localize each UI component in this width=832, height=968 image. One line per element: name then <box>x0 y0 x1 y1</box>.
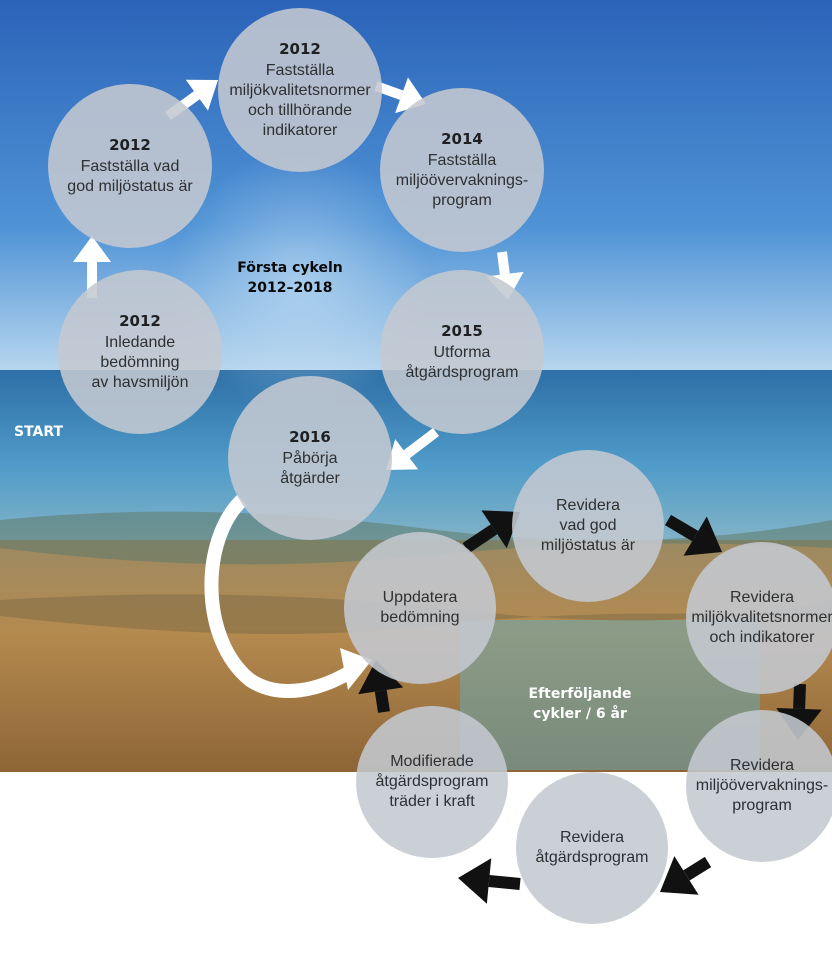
arrow-later-2-head <box>683 516 722 556</box>
arrow-first-5-head <box>386 439 419 470</box>
arrow-later-1 <box>462 524 498 553</box>
arrow-first-5 <box>403 428 440 459</box>
first-cycle-title: Första cykeln 2012–2018 <box>237 260 343 296</box>
later_cycles-node: Revidera miljökvalitetsnormer och indika… <box>686 542 832 694</box>
arrow-later-6 <box>374 689 390 713</box>
later_cycles-node: Modifierade åtgärdsprogram träder i kraf… <box>356 706 508 858</box>
node-year: 2014 <box>441 130 483 148</box>
node-text: Revidera miljökvalitetsnormer och indika… <box>691 589 832 646</box>
later_cycles-node: Uppdatera bedömning <box>344 532 496 684</box>
node-text: Inledande bedömning av havsmiljön <box>91 334 189 391</box>
node-text: Uppdatera bedömning <box>380 589 460 626</box>
arrow-first-1-head <box>73 236 111 262</box>
arrow-later-5 <box>488 875 521 890</box>
arrow-first-2-head <box>185 79 218 111</box>
arrow-later-4 <box>683 856 712 881</box>
node-text: Fastställa vad god miljöstatus är <box>67 158 193 195</box>
arrow-later-1-head <box>481 510 520 549</box>
arrow-later-2 <box>664 514 699 542</box>
arrow-later-3 <box>793 683 806 710</box>
later_cycles-node: Revidera miljöövervaknings- program <box>686 710 832 862</box>
later-cycles-title: Efterföljande cykler / 6 år <box>528 686 632 722</box>
later_cycles-node: Revidera åtgärdsprogram <box>516 772 668 924</box>
first-cycle-glow <box>170 150 430 410</box>
node-year: 2012 <box>119 312 161 330</box>
node-text: Påbörja åtgärder <box>280 450 340 487</box>
node-text: Fastställa miljökvalitetsnormer och till… <box>229 62 371 139</box>
arrow-later-4-head <box>660 856 699 895</box>
start-label: START <box>14 424 64 440</box>
arrow-later-5-head <box>458 858 492 904</box>
node-text: Revidera åtgärdsprogram <box>535 829 649 866</box>
later_cycles-node: Revidera vad god miljöstatus är <box>512 450 664 602</box>
node-year: 2012 <box>279 40 321 58</box>
arrow-later-6-head <box>358 660 404 695</box>
node-year: 2015 <box>441 322 483 340</box>
node-text: Utforma åtgärdsprogram <box>405 344 519 381</box>
node-text: Modifierade åtgärdsprogram träder i kraf… <box>375 753 489 810</box>
node-text: Revidera vad god miljöstatus är <box>540 497 636 554</box>
arrow-transition-curve <box>204 494 354 698</box>
node-year: 2016 <box>289 428 331 446</box>
node-year: 2012 <box>109 136 151 154</box>
node-text: Fastställa miljöövervaknings- program <box>395 152 529 209</box>
arrow-first-4 <box>497 251 510 275</box>
node-text: Revidera miljöövervaknings- program <box>695 757 829 814</box>
